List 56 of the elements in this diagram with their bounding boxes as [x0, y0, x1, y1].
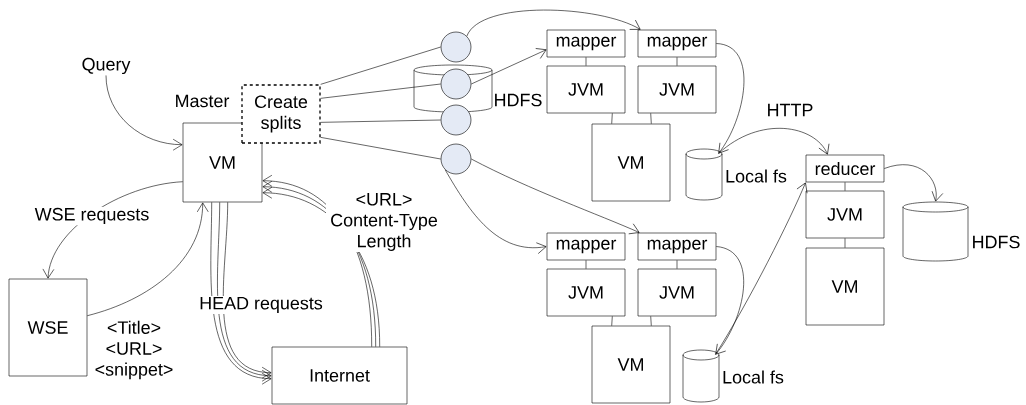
- process-box: mapper: [546, 232, 626, 261]
- arrow: [87, 202, 209, 316]
- arrow: [884, 164, 944, 202]
- process-box: Create splits: [241, 84, 321, 144]
- arrow: [444, 169, 547, 254]
- process-box: VM: [591, 325, 671, 404]
- connector-line: [676, 57, 678, 66]
- process-box: mapper: [637, 29, 717, 58]
- text-label: Query: [82, 57, 131, 75]
- process-box: JVM: [546, 65, 626, 114]
- connector-line: [611, 316, 613, 326]
- arrow: [716, 43, 745, 154]
- connector-line: [585, 57, 587, 66]
- circle: [440, 31, 472, 63]
- connector-line: [611, 113, 613, 124]
- process-box: mapper: [546, 29, 626, 58]
- arrow: [715, 246, 744, 355]
- process-box: JVM: [546, 268, 626, 317]
- text-label: HDFS: [495, 93, 542, 107]
- process-box: VM: [591, 123, 671, 202]
- circle: [440, 104, 472, 136]
- text-label: Local fs: [723, 370, 784, 384]
- process-box: mapper: [637, 232, 717, 261]
- connector-line: [844, 182, 846, 191]
- connector-line: [320, 137, 441, 160]
- process-box: WSE: [8, 278, 88, 377]
- edge-label: WSE requests: [33, 206, 151, 226]
- circle: [440, 68, 472, 100]
- process-box: JVM: [637, 65, 717, 114]
- process-box: VM: [805, 247, 885, 326]
- edge-label: <Title> <URL> <snippet>: [91, 319, 177, 381]
- edge-label: <URL> Content-Type Length: [326, 192, 442, 252]
- connector-line: [676, 260, 678, 269]
- edge-label: HTTP: [765, 102, 815, 118]
- process-box: JVM: [637, 268, 717, 317]
- connector-line: [650, 113, 652, 124]
- connector-line: [320, 46, 441, 85]
- connector-line: [320, 83, 441, 99]
- arrow: [105, 75, 183, 151]
- process-box: reducer: [805, 154, 885, 183]
- arrow: [715, 182, 808, 355]
- text-label: HDFS: [973, 235, 1020, 249]
- node-caption: Master: [176, 94, 230, 108]
- process-box: JVM: [805, 190, 885, 239]
- arrow: [471, 48, 547, 85]
- connector-line: [320, 119, 441, 123]
- edge-label: HEAD requests: [198, 295, 324, 315]
- arrow: [466, 9, 641, 37]
- arrow: [471, 158, 640, 235]
- process-box: Internet: [271, 346, 408, 405]
- text-label: Local fs: [726, 169, 787, 183]
- arrow: [718, 128, 830, 155]
- connector-line: [585, 260, 587, 269]
- connector-line: [650, 316, 652, 326]
- connector-line: [844, 238, 846, 248]
- circle: [440, 143, 472, 175]
